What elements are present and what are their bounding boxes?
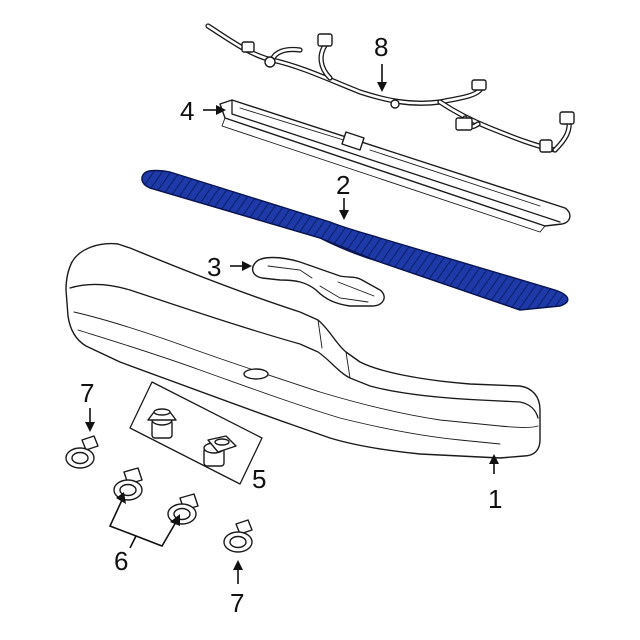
sensor-retainer-b	[167, 493, 199, 525]
park-sensor-top	[65, 435, 99, 469]
park-sensor-bottom	[223, 519, 253, 553]
callout-2: 2	[336, 170, 350, 200]
sensor-bracket-a	[147, 408, 177, 439]
wiring-harness	[205, 23, 575, 153]
sensor-retainer-a	[113, 467, 143, 501]
callout-7-top: 7	[80, 378, 94, 408]
callout-7-bottom: 7	[230, 588, 244, 618]
callout-5: 5	[252, 464, 266, 494]
step-pad	[141, 169, 569, 311]
leader-lines	[85, 64, 499, 584]
sensor-bracket-b	[203, 435, 237, 467]
callout-1: 1	[488, 484, 502, 514]
callout-8: 8	[374, 32, 388, 62]
callout-6: 6	[114, 546, 128, 576]
callout-4: 4	[180, 96, 194, 126]
sensor-bracket-group	[129, 381, 263, 485]
step-insert	[251, 256, 385, 307]
rear-bumper	[65, 242, 541, 459]
callout-3: 3	[207, 252, 221, 282]
bumper-bracket-rail	[219, 99, 571, 233]
